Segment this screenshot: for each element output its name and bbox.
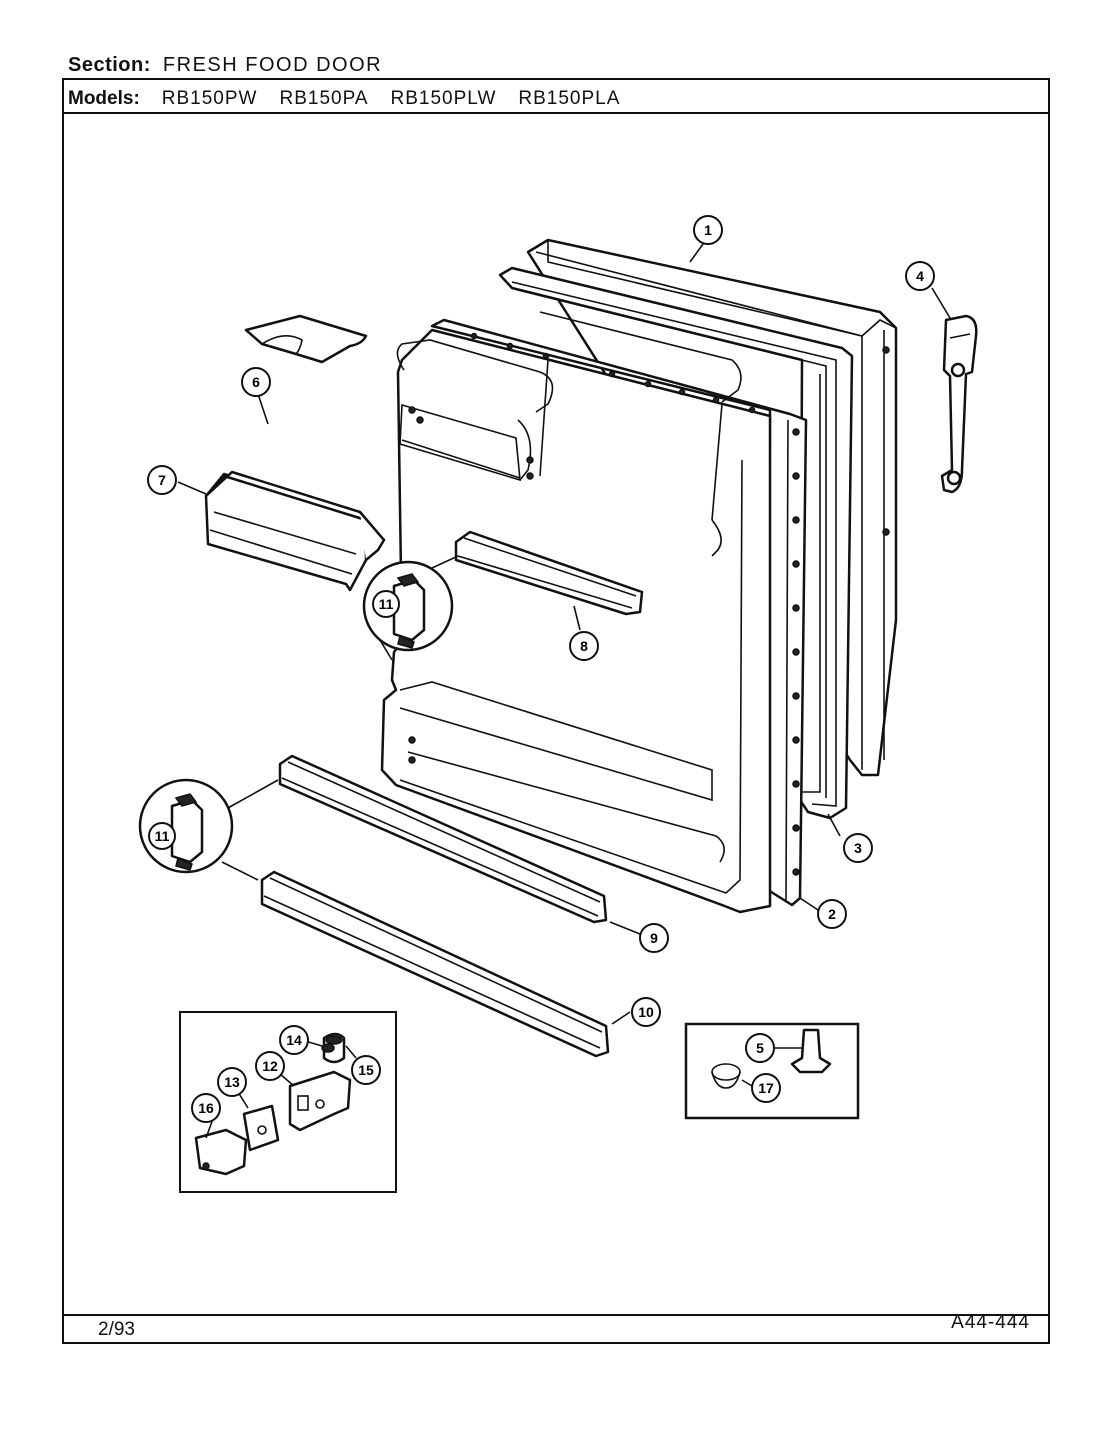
header-divider [62,112,1050,114]
bottom-shelf-bar [260,870,610,1058]
inner-door-liner [380,311,808,914]
callout-2: 2 [817,899,847,929]
svg-text:11: 11 [379,596,394,612]
plug-detail-box [684,1022,860,1120]
callout-3: 3 [843,833,873,863]
dairy-door-cover [244,314,368,364]
svg-text:15: 15 [358,1062,374,1078]
svg-text:5: 5 [756,1040,764,1056]
leader-lines [177,243,951,1025]
callout-14: 14 [279,1025,309,1055]
callout-11-lower: 11 [148,822,176,850]
svg-text:13: 13 [224,1074,240,1090]
liner-screw-holes [470,332,800,876]
svg-text:2: 2 [828,906,836,922]
svg-text:10: 10 [638,1004,654,1020]
svg-text:8: 8 [580,638,588,654]
model-rb150pla: RB150PLA [518,88,621,109]
svg-text:1: 1 [704,222,712,238]
callout-11-upper: 11 [372,590,400,618]
models-label: Models: [68,88,140,109]
section-heading: Section: FRESH FOOD DOOR [68,54,382,77]
lower-shelf-bar [278,754,608,924]
callout-8: 8 [569,631,599,661]
callout-17: 17 [751,1073,781,1103]
svg-text:7: 7 [158,472,166,488]
end-cap-detail-upper [362,555,459,661]
diagram-code: A44-444 [951,1312,1030,1333]
callout-7: 7 [147,465,177,495]
svg-text:16: 16 [198,1100,214,1116]
svg-text:6: 6 [252,374,260,390]
model-rb150plw: RB150PLW [390,88,497,109]
callout-9: 9 [639,923,669,953]
callout-6: 6 [241,367,271,397]
door-handle [940,314,978,494]
callout-16: 16 [191,1093,221,1123]
svg-text:12: 12 [262,1058,278,1074]
callout-15: 15 [351,1055,381,1085]
diagram-frame [62,78,1050,1344]
callout-13: 13 [217,1067,247,1097]
section-label: Section: [68,54,151,76]
callout-4: 4 [905,261,935,291]
callout-1: 1 [693,215,723,245]
upper-shelf-bar [454,530,644,616]
callout-10: 10 [631,997,661,1027]
section-value: FRESH FOOD DOOR [162,54,383,76]
model-rb150pw: RB150PW [161,88,258,109]
callout-5: 5 [745,1033,775,1063]
svg-text:11: 11 [155,828,170,844]
dairy-compartment [204,470,386,592]
svg-text:14: 14 [286,1032,302,1048]
svg-text:4: 4 [916,268,924,284]
svg-text:17: 17 [758,1080,774,1096]
model-rb150pa: RB150PA [279,88,369,109]
models-heading: Models: RB150PW RB150PA RB150PLW RB150PLA [68,88,620,110]
svg-text:9: 9 [650,930,658,946]
revision-date: 2/93 [98,1319,135,1340]
callout-12: 12 [255,1051,285,1081]
svg-text:3: 3 [854,840,862,856]
footer-divider [62,1314,1050,1316]
